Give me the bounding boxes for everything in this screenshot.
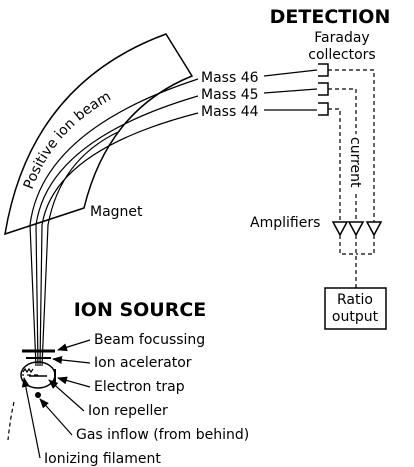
beam-46-to-collector (263, 69, 318, 77)
ratio-output-box (324, 287, 387, 330)
ionizing-filament-arrow (21, 377, 41, 459)
out-wire-44 (339, 235, 356, 255)
beam-45-to-collector (263, 88, 318, 94)
gas-inflow-label: Gas inflow (from behind) (76, 427, 249, 443)
detection-heading: DETECTION (270, 6, 391, 28)
ion-source-assembly (7, 349, 56, 441)
beam-inner (41, 131, 119, 367)
beam-focussing-arrow (57, 339, 91, 352)
amplifier-45 (347, 221, 365, 237)
gas-inlet (35, 392, 41, 398)
mass-46-label: Mass 46 (201, 70, 259, 86)
collector-44 (318, 102, 329, 116)
source-leaders (21, 339, 91, 459)
faraday-collectors (318, 63, 329, 116)
magnet-label: Magnet (90, 204, 143, 220)
current-wires (328, 69, 375, 222)
gas-inflow-arrow (39, 398, 73, 436)
ratio-output-line2: output (332, 309, 379, 325)
magnet-sector (4, 33, 194, 236)
ion-beams (29, 78, 199, 367)
current-label-bg (346, 134, 366, 192)
filament-coil (22, 367, 34, 374)
beam-45 (35, 95, 199, 367)
mass-45-label: Mass 45 (201, 87, 259, 103)
wire-45 (328, 88, 357, 222)
ratio-output-line1: Ratio (337, 292, 373, 308)
mass-44-label: Mass 44 (201, 104, 259, 120)
ion-accelerator-label: Ion acelerator (94, 355, 192, 371)
beam-46 (29, 78, 199, 367)
beam-focussing-label: Beam focussing (94, 332, 205, 348)
ionizing-filament-label: Ionizing filament (44, 451, 161, 467)
out-wire-46 (356, 235, 375, 255)
ion-source-heading: ION SOURCE (74, 299, 207, 321)
amplifier-46 (365, 221, 383, 237)
collector-45 (318, 82, 329, 96)
faraday-label-line2: collectors (308, 47, 375, 63)
amplifiers (331, 221, 383, 237)
wire-46 (328, 69, 375, 222)
amplifier-44 (331, 221, 349, 237)
current-label: current (347, 137, 363, 188)
electron-path (7, 374, 38, 441)
collector-46 (318, 63, 329, 77)
ion-accelerator-arrow (52, 355, 91, 364)
output-wires (339, 235, 375, 288)
wire-44 (328, 108, 341, 222)
electron-trap-arrow (57, 376, 91, 388)
ion-repeller-label: Ion repeller (88, 403, 168, 419)
electron-trap-label: Electron trap (94, 379, 185, 395)
beam-44 (39, 112, 199, 367)
ion-repeller-arrow (48, 379, 85, 412)
faraday-label-line1: Faraday (314, 30, 369, 46)
amplifiers-label: Amplifiers (250, 215, 320, 231)
